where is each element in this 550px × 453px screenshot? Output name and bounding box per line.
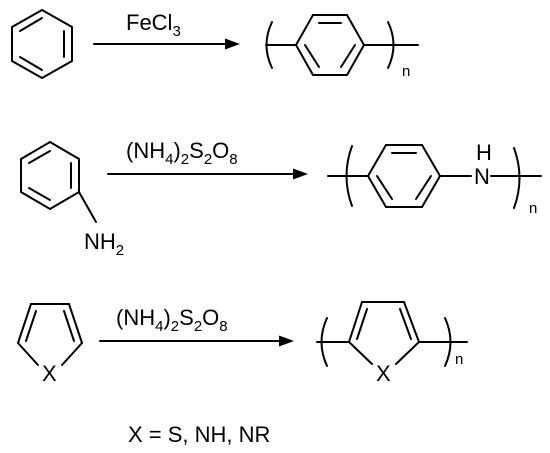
heteroatom-definition: X = S, NH, NR	[128, 422, 270, 447]
reaction-arrow-1	[93, 38, 240, 50]
heterocycle-monomer: X	[17, 303, 83, 386]
reaction-1: FeCl3 n	[11, 8, 419, 80]
amine-hydrogen: H	[476, 140, 492, 165]
reagent-label-3: (NH4)2S2O8	[116, 305, 228, 335]
reagent-label-2: (NH4)2S2O8	[126, 138, 238, 168]
amine-nitrogen: N	[474, 164, 490, 189]
reaction-2: NH2 (NH4)2S2O8 H N n	[20, 138, 542, 259]
polyaniline-product: H N n	[327, 140, 542, 217]
repeat-index-1: n	[402, 63, 410, 80]
reaction-3: X (NH4)2S2O8 X n	[17, 301, 468, 386]
reaction-arrow-3	[99, 335, 294, 347]
benzene-monomer	[11, 8, 73, 80]
amine-substituent: NH2	[84, 229, 124, 259]
heteroatom-polymer: X	[376, 361, 391, 386]
reagent-label-1: FeCl3	[126, 10, 181, 40]
repeat-index-3: n	[455, 351, 463, 368]
polyphenylene-product: n	[265, 14, 419, 80]
heteroatom-monomer: X	[42, 361, 57, 386]
reaction-arrow-2	[107, 168, 308, 180]
heterocycle-polymer-product: X n	[316, 301, 468, 386]
repeat-index-2: n	[529, 200, 537, 217]
aniline-monomer: NH2	[20, 140, 124, 259]
